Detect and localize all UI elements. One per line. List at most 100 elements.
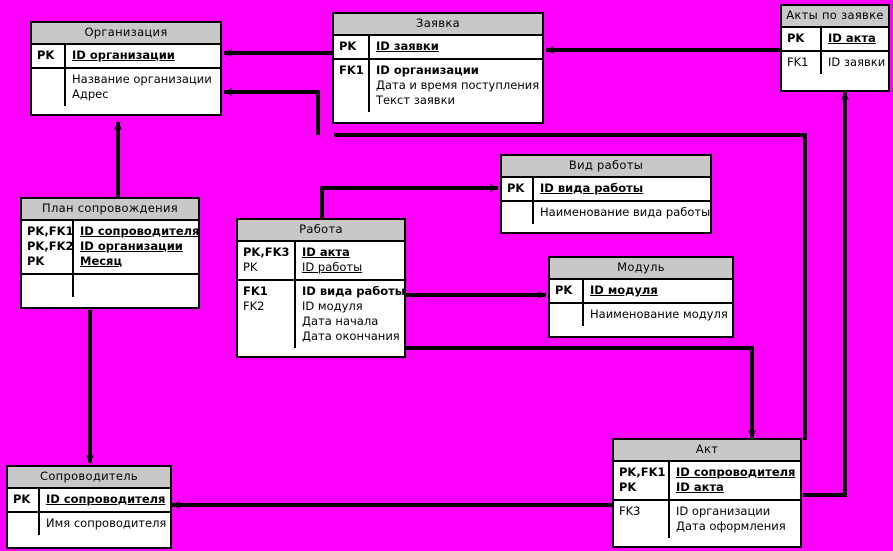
entity-zayavka[interactable]: Заявка PK ID заявки FK1 ID организации Д… <box>332 12 544 124</box>
entity-organizaciya[interactable]: Организация PK ID организации Название о… <box>30 21 222 116</box>
attribute-label <box>80 278 192 293</box>
attribute-label: ID вида работы <box>302 284 406 298</box>
link-zayavka-organizaciya-fk <box>223 87 320 135</box>
key-label: PK <box>619 480 637 494</box>
key-column <box>32 69 66 106</box>
pk-section: PK ID организации <box>32 45 220 69</box>
pk-section: PK ID сопроводителя <box>8 489 170 513</box>
attribute-label: ID сопроводителя <box>80 224 200 238</box>
key-label: FK1 <box>243 284 268 298</box>
key-label: FK1 <box>787 55 809 69</box>
entity-title: Акты по заявке <box>782 6 888 28</box>
attribute-label: Название организации <box>72 72 212 86</box>
entity-title: Акт <box>614 440 800 462</box>
key-column <box>502 202 534 224</box>
attribute-label: Дата окончания <box>302 329 400 343</box>
attribute-label: ID организации <box>72 48 175 62</box>
attribute-label: Адрес <box>72 87 109 101</box>
attribute-label: Дата и время поступления <box>376 78 540 92</box>
key-column: PK,FK1 PK <box>614 462 670 499</box>
attribute-label: Имя сопроводителя <box>46 516 167 530</box>
pk-section: PK ID вида работы <box>502 178 710 202</box>
key-label <box>13 516 34 531</box>
attribute-column: ID заявки <box>370 36 542 58</box>
pk-section: PK ID заявки <box>334 36 542 60</box>
attribute-column: ID организации Дата оформления <box>670 501 800 538</box>
key-label <box>37 72 60 87</box>
entity-vid-raboty[interactable]: Вид работы PK ID вида работы Наименовани… <box>500 154 712 234</box>
key-label: PK,FK1 <box>27 224 74 238</box>
attribute-label: ID организации <box>676 504 771 518</box>
attribute-section: Имя сопроводителя <box>8 513 170 535</box>
key-label <box>507 205 528 220</box>
entity-title: Вид работы <box>502 156 710 178</box>
attribute-column: ID модуля <box>584 280 732 302</box>
entity-modul[interactable]: Модуль PK ID модуля Наименование модуля <box>548 256 734 338</box>
pk-section: PK ID модуля <box>550 280 732 304</box>
attribute-column: Наименование модуля <box>584 304 734 326</box>
attribute-label: ID заявки <box>376 39 439 53</box>
attribute-column: Имя сопроводителя <box>40 513 172 535</box>
link-akt-aktypozayavke <box>803 91 850 497</box>
entity-title: Модуль <box>550 258 732 280</box>
attribute-section: Наименование вида работы <box>502 202 710 224</box>
key-column: PK,FK3 PK <box>238 242 296 279</box>
key-column <box>8 513 40 535</box>
link-rabota-vidraboty <box>320 183 499 218</box>
entity-soprovoditel[interactable]: Сопроводитель PK ID сопроводителя Имя со… <box>6 465 172 549</box>
key-column <box>22 275 74 297</box>
key-label <box>27 278 68 293</box>
attribute-column: Наименование вида работы <box>534 202 716 224</box>
key-label: FK1 <box>339 63 364 77</box>
key-column: FK1 <box>782 52 822 74</box>
attribute-label: ID модуля <box>590 283 658 297</box>
attribute-label: ID сопроводителя <box>46 492 166 506</box>
attribute-column: Название организации Адрес <box>66 69 220 106</box>
entity-title: Работа <box>238 220 404 242</box>
attribute-label: ID акта <box>676 480 724 494</box>
attribute-column: ID заявки <box>822 52 891 74</box>
attribute-label: Дата оформления <box>676 519 786 533</box>
attribute-column: ID акта <box>822 28 888 50</box>
attribute-section: FK1 ID заявки <box>782 52 888 74</box>
attribute-label: Наименование вида работы <box>540 205 711 219</box>
attribute-section: FK1 FK2 ID вида работы ID модуля Дата на… <box>238 281 405 348</box>
key-column: PK <box>8 489 40 511</box>
key-column: PK <box>32 45 66 67</box>
attribute-label: Месяц <box>80 254 122 268</box>
entity-rabota[interactable]: Работа PK,FK3 PK ID акта ID работы FK1 F… <box>236 218 406 358</box>
attribute-section: FK1 ID организации Дата и время поступле… <box>334 60 542 112</box>
key-column: PK,FK1 PK,FK2 PK <box>22 221 74 273</box>
attribute-column <box>74 275 198 297</box>
attribute-label: ID модуля <box>302 299 363 313</box>
key-label: PK <box>787 31 805 45</box>
attribute-label: ID работы <box>302 260 363 274</box>
key-label <box>555 307 578 322</box>
attribute-column: ID вида работы ID модуля Дата начала Дат… <box>296 281 411 348</box>
attribute-label: ID акта <box>828 31 876 45</box>
key-column: PK <box>334 36 370 58</box>
attribute-section <box>22 275 198 297</box>
entity-akt[interactable]: Акт PK,FK1 PK ID сопроводителя ID акта F… <box>612 438 802 548</box>
entity-akty-po-zayavke[interactable]: Акты по заявке PK ID акта FK1 ID заявки <box>780 4 890 92</box>
attribute-column: ID организации Дата и время поступления … <box>370 60 545 112</box>
key-column: FK3 <box>614 501 670 538</box>
attribute-label: Дата начала <box>302 314 379 328</box>
entity-title: План сопровождения <box>22 199 198 221</box>
key-label: PK,FK2 <box>27 239 74 253</box>
attribute-label: ID организации <box>80 239 183 253</box>
attribute-label: ID заявки <box>828 55 886 69</box>
key-column: PK <box>502 178 534 200</box>
attribute-section: Название организации Адрес <box>32 69 220 106</box>
key-label: PK <box>507 181 525 195</box>
entity-title: Заявка <box>334 14 542 36</box>
key-label: PK <box>243 260 258 274</box>
key-label: PK,FK3 <box>243 245 290 259</box>
entity-title: Организация <box>32 23 220 45</box>
attribute-column: ID сопроводителя <box>40 489 171 511</box>
attribute-label: ID организации <box>376 63 479 77</box>
key-label: PK <box>339 39 357 53</box>
key-label: FK2 <box>243 299 265 313</box>
entity-plan-soprovozhdeniya[interactable]: План сопровождения PK,FK1 PK,FK2 PK ID с… <box>20 197 200 309</box>
